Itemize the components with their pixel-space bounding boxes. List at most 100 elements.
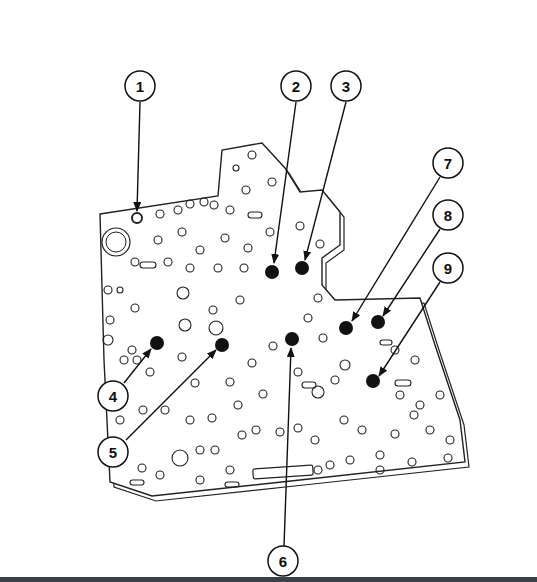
- callout-number: 5: [109, 445, 117, 460]
- plate-hole: [233, 165, 239, 171]
- plate-hole: [411, 356, 419, 364]
- plate-hole: [376, 466, 384, 474]
- plate-slot: [225, 482, 239, 487]
- plate-hole: [116, 416, 124, 424]
- callout-circle: 8: [432, 199, 464, 231]
- plate-hole: [210, 201, 218, 209]
- plate-hole: [156, 471, 164, 479]
- plate-hole: [242, 186, 250, 194]
- callout-number: 2: [292, 79, 300, 94]
- plate-hole: [294, 424, 302, 432]
- plate-hole: [146, 368, 154, 376]
- callout-circle: 1: [124, 70, 156, 102]
- plate-hole: [104, 286, 112, 294]
- plate-hole: [120, 356, 128, 364]
- callout-number: 3: [342, 79, 350, 94]
- plate-hole: [248, 359, 256, 367]
- plate-hole: [416, 401, 424, 409]
- plate-hole: [240, 264, 248, 272]
- plate-hole: [177, 287, 189, 299]
- plate-hole: [139, 406, 147, 414]
- plate-hole: [252, 426, 260, 434]
- plate-hole: [191, 379, 199, 387]
- plate-hole: [376, 451, 384, 459]
- plate-hole: [226, 378, 234, 386]
- callout-number: 9: [444, 261, 452, 276]
- plate-hole: [326, 461, 334, 469]
- plate-hole: [259, 390, 267, 398]
- callout-circle: 2: [280, 70, 312, 102]
- plate-hole: [269, 342, 277, 350]
- plate-hole: [196, 246, 204, 254]
- plate-hole: [178, 228, 186, 236]
- plate-hole: [444, 454, 452, 462]
- plate-hole: [311, 436, 319, 444]
- plate-hole: [214, 264, 222, 272]
- plate-hole: [340, 416, 348, 424]
- plate-hole: [410, 411, 418, 419]
- callout-circle: 4: [97, 380, 129, 412]
- plate-hole: [340, 360, 350, 370]
- plate-hole: [358, 426, 366, 434]
- callout-number: 6: [279, 554, 287, 569]
- callout-circle: 3: [330, 70, 362, 102]
- plate-hole: [436, 391, 444, 399]
- plate-hole: [234, 401, 242, 409]
- plate-hole: [296, 222, 304, 230]
- plate-hole: [396, 391, 404, 399]
- callout-number: 1: [136, 79, 144, 94]
- callout-circle: 7: [432, 147, 464, 179]
- plate-hole: [178, 353, 186, 361]
- callout-number: 4: [109, 389, 117, 404]
- callout-number: 7: [444, 156, 452, 171]
- plate-hole: [316, 240, 324, 248]
- plate-hole: [164, 258, 172, 266]
- plate-hole: [138, 464, 146, 472]
- plate-hole: [106, 316, 114, 324]
- plate-slot: [248, 212, 262, 218]
- plate-hole: [128, 346, 136, 354]
- plate-hole: [196, 476, 204, 484]
- plate-hole: [179, 319, 191, 331]
- plate-hole: [238, 431, 246, 439]
- plate-hole: [304, 314, 312, 322]
- plate-slot: [395, 380, 411, 386]
- plate-hole: [426, 426, 434, 434]
- plate-hole: [314, 294, 322, 302]
- plate-hole: [156, 210, 164, 218]
- plate-hole: [408, 458, 416, 466]
- plate-hole: [244, 244, 252, 252]
- plate-hole: [211, 446, 219, 454]
- plate-hole: [117, 287, 123, 293]
- plate-slot: [130, 480, 144, 485]
- plate-hole: [208, 414, 216, 422]
- plate-hole: [103, 335, 113, 345]
- plate-hole: [161, 406, 169, 414]
- plate-hole: [131, 304, 139, 312]
- callout-circle: 6: [267, 545, 299, 577]
- callout-circle: 5: [97, 436, 129, 468]
- plate-hole: [174, 206, 182, 214]
- plate-hole: [314, 466, 322, 474]
- plate-hole: [200, 198, 208, 206]
- plate-hole: [186, 416, 194, 424]
- plate-hole: [236, 296, 244, 304]
- plate-hole: [221, 234, 229, 242]
- plate-hole: [172, 450, 188, 466]
- plate-hole: [446, 436, 454, 444]
- plate-slot: [140, 262, 156, 268]
- plate-hole: [196, 446, 204, 454]
- plate-hole: [186, 200, 194, 208]
- plate-hole: [131, 258, 139, 266]
- callout-circle: 9: [432, 252, 464, 284]
- callout-number: 8: [444, 208, 452, 223]
- plate-hole: [209, 306, 217, 314]
- plate-hole: [294, 368, 302, 376]
- plate-hole: [226, 206, 234, 214]
- plate-slot: [380, 340, 392, 345]
- plate-hole: [154, 236, 162, 244]
- plate-slot: [302, 382, 316, 388]
- plate-hole: [346, 456, 354, 464]
- plate-hole: [319, 334, 327, 342]
